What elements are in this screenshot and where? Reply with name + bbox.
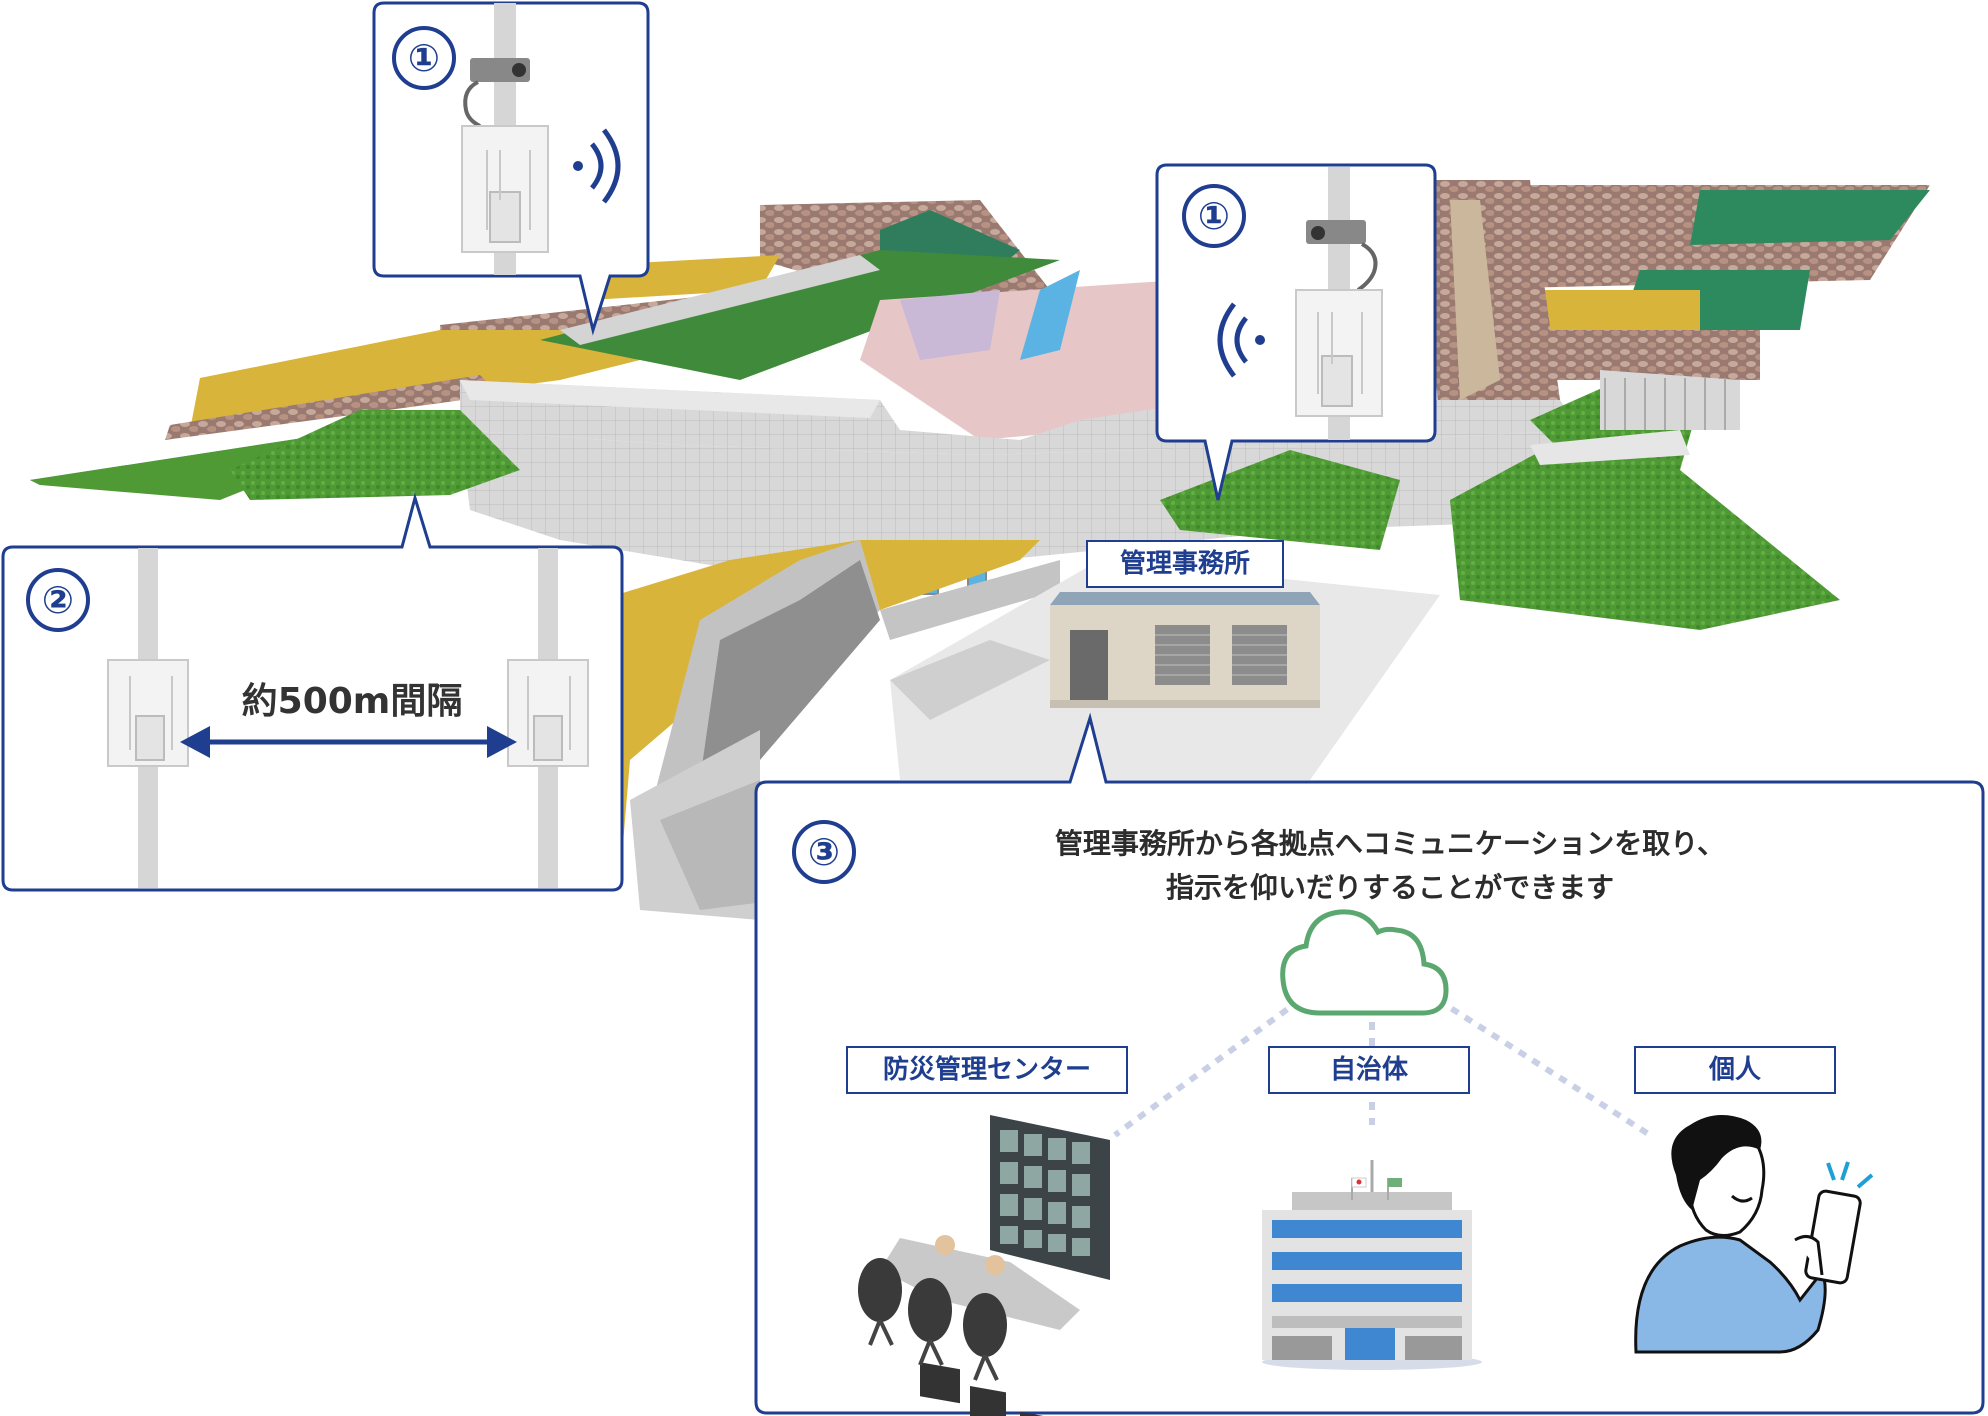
distance-label: 約500m間隔 xyxy=(241,681,463,722)
message-line-2: 指示を仰いだりすることができます xyxy=(1165,871,1614,904)
target-label-individual: 個人 xyxy=(1634,1046,1836,1094)
management-office-building-icon xyxy=(1050,592,1320,708)
target-label-disaster-center: 防災管理センター xyxy=(846,1046,1128,1094)
target-label-municipality: 自治体 xyxy=(1268,1046,1470,1094)
message-line-1: 管理事務所から各拠点へコミュニケーションを取り、 xyxy=(1054,827,1726,860)
callout-1-right-number: ① xyxy=(1182,184,1246,248)
communication-message: 管理事務所から各拠点へコミュニケーションを取り、 指示を仰いだりすることができま… xyxy=(900,822,1880,910)
callout-2-number: ② xyxy=(26,568,90,632)
callout-1-left-number: ① xyxy=(392,26,456,90)
callout-3-number: ③ xyxy=(792,820,856,884)
management-office-label: 管理事務所 xyxy=(1086,540,1284,588)
